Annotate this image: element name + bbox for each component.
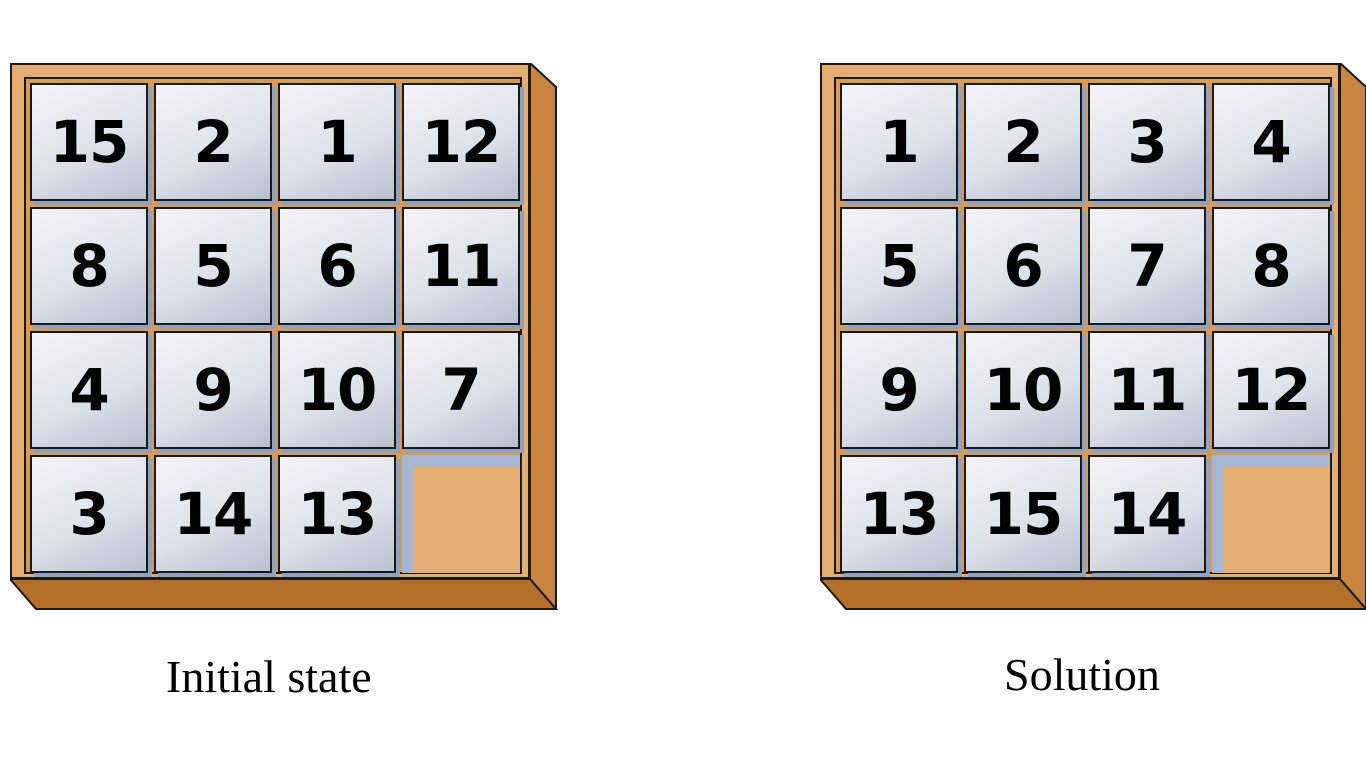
puzzle-tile[interactable]: 4	[30, 331, 148, 449]
empty-slot-shadow	[1212, 455, 1224, 573]
puzzle-tile[interactable]: 5	[840, 207, 958, 325]
tray-side-right	[1340, 63, 1366, 610]
empty-slot-shadow	[402, 455, 414, 573]
puzzle-tile[interactable]: 7	[1088, 207, 1206, 325]
puzzle-tile[interactable]: 5	[154, 207, 272, 325]
puzzle-tile[interactable]: 6	[278, 207, 396, 325]
puzzle-tile[interactable]: 15	[30, 83, 148, 201]
puzzle-tile[interactable]: 14	[1088, 455, 1206, 573]
puzzle-tile[interactable]: 12	[402, 83, 520, 201]
puzzle-tile[interactable]: 10	[964, 331, 1082, 449]
puzzle-tile[interactable]: 13	[840, 455, 958, 573]
puzzle-tile[interactable]: 2	[964, 83, 1082, 201]
empty-slot-shadow	[402, 455, 520, 467]
empty-slot	[1212, 455, 1330, 573]
puzzle-tile[interactable]: 2	[154, 83, 272, 201]
puzzle-tile[interactable]: 3	[30, 455, 148, 573]
puzzle-tile[interactable]: 14	[154, 455, 272, 573]
puzzle-tile[interactable]: 1	[278, 83, 396, 201]
puzzle-tile[interactable]: 11	[1088, 331, 1206, 449]
puzzle-tile[interactable]: 11	[402, 207, 520, 325]
puzzle-tile[interactable]: 9	[840, 331, 958, 449]
puzzle-tile[interactable]: 6	[964, 207, 1082, 325]
puzzle-tile[interactable]: 12	[1212, 331, 1330, 449]
puzzle-tile[interactable]: 13	[278, 455, 396, 573]
puzzle-tile[interactable]: 8	[1212, 207, 1330, 325]
puzzle-tile[interactable]: 9	[154, 331, 272, 449]
caption-initial-state: Initial state	[166, 651, 372, 702]
puzzle-tile[interactable]: 10	[278, 331, 396, 449]
puzzle-tile[interactable]: 8	[30, 207, 148, 325]
puzzle-tile[interactable]: 15	[964, 455, 1082, 573]
empty-slot-shadow	[1212, 455, 1330, 467]
puzzle-tile[interactable]: 3	[1088, 83, 1206, 201]
tray-side-bottom	[10, 579, 558, 610]
puzzle-tile[interactable]: 4	[1212, 83, 1330, 201]
tray-side-bottom	[820, 579, 1366, 610]
tray-side-right	[530, 63, 557, 610]
puzzle-tile[interactable]: 7	[402, 331, 520, 449]
puzzle-tile[interactable]: 1	[840, 83, 958, 201]
caption-solution: Solution	[1004, 649, 1160, 700]
empty-slot	[402, 455, 520, 573]
